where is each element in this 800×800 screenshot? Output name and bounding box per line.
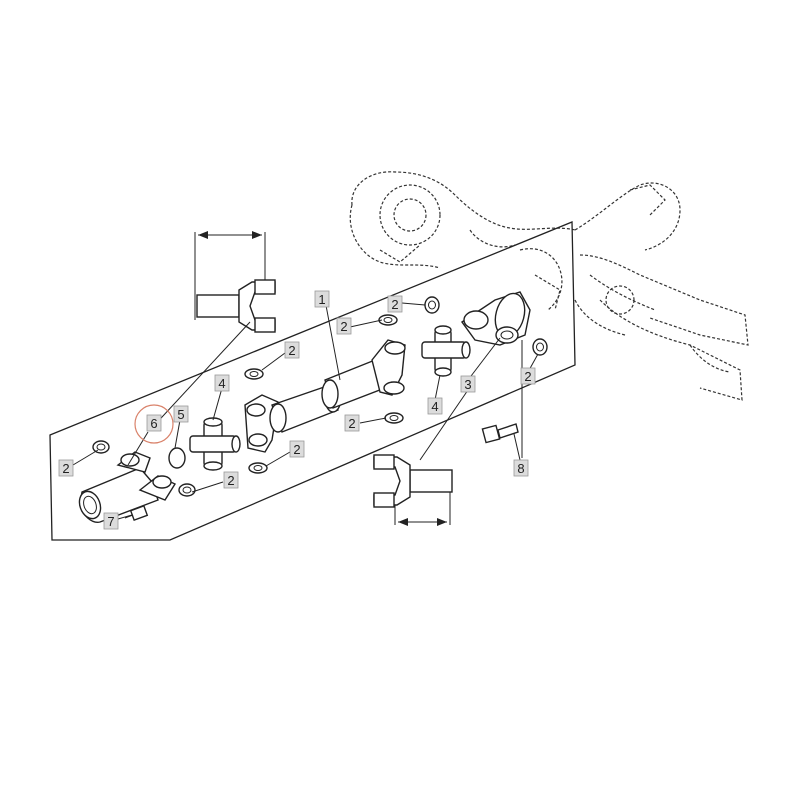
callout-2-b: 2: [223, 471, 239, 489]
callout-8: 8: [513, 459, 529, 477]
callout-2-a: 2: [58, 459, 74, 477]
universal-joint-cross-rear: [421, 325, 471, 377]
callout-5: 5: [173, 405, 189, 423]
flange-yoke: [461, 291, 531, 346]
svg-text:2: 2: [340, 319, 347, 334]
svg-text:4: 4: [218, 376, 225, 391]
slip-shaft: [321, 339, 406, 409]
bearing-caps: [92, 296, 548, 497]
svg-text:7: 7: [107, 514, 114, 529]
callout-3: 3: [460, 375, 476, 393]
svg-text:2: 2: [293, 442, 300, 457]
svg-text:4: 4: [431, 399, 438, 414]
svg-text:6: 6: [150, 416, 157, 431]
svg-text:1: 1: [318, 292, 325, 307]
callout-6: 6: [134, 404, 174, 444]
yoke-detail-upper: [194, 231, 276, 333]
svg-text:2: 2: [524, 369, 531, 384]
svg-text:3: 3: [464, 377, 471, 392]
axle-housing-phantom: [349, 171, 749, 401]
callout-2-c: 2: [284, 341, 300, 359]
callout-1: 1: [314, 290, 330, 308]
callout-7: 7: [103, 512, 119, 530]
flange-bolt: [481, 423, 519, 444]
callout-2-e: 2: [336, 317, 352, 335]
svg-text:2: 2: [391, 297, 398, 312]
svg-text:2: 2: [348, 416, 355, 431]
callout-4-b: 4: [427, 397, 443, 415]
slip-yoke: [78, 451, 177, 523]
callout-2-g: 2: [387, 295, 403, 313]
assembly-frame: [49, 221, 576, 541]
snap-ring: [168, 447, 186, 469]
callout-6-highlight-ring: [134, 404, 174, 444]
yoke-detail-lower: [373, 454, 453, 526]
leader-lines: [72, 299, 539, 520]
svg-text:2: 2: [288, 343, 295, 358]
callout-2-f: 2: [344, 414, 360, 432]
callout-2-d: 2: [289, 440, 305, 458]
callout-labels: 2 7 6 5 4 2 2 2 1 2 2 2 4 3 2 8: [58, 290, 536, 530]
svg-text:5: 5: [177, 407, 184, 422]
svg-text:2: 2: [227, 473, 234, 488]
callout-4-a: 4: [214, 374, 230, 392]
grease-fitting: [124, 505, 149, 521]
universal-joint-cross-front: [189, 417, 241, 471]
svg-text:2: 2: [62, 461, 69, 476]
callout-2-h: 2: [520, 367, 536, 385]
svg-text:8: 8: [517, 461, 524, 476]
